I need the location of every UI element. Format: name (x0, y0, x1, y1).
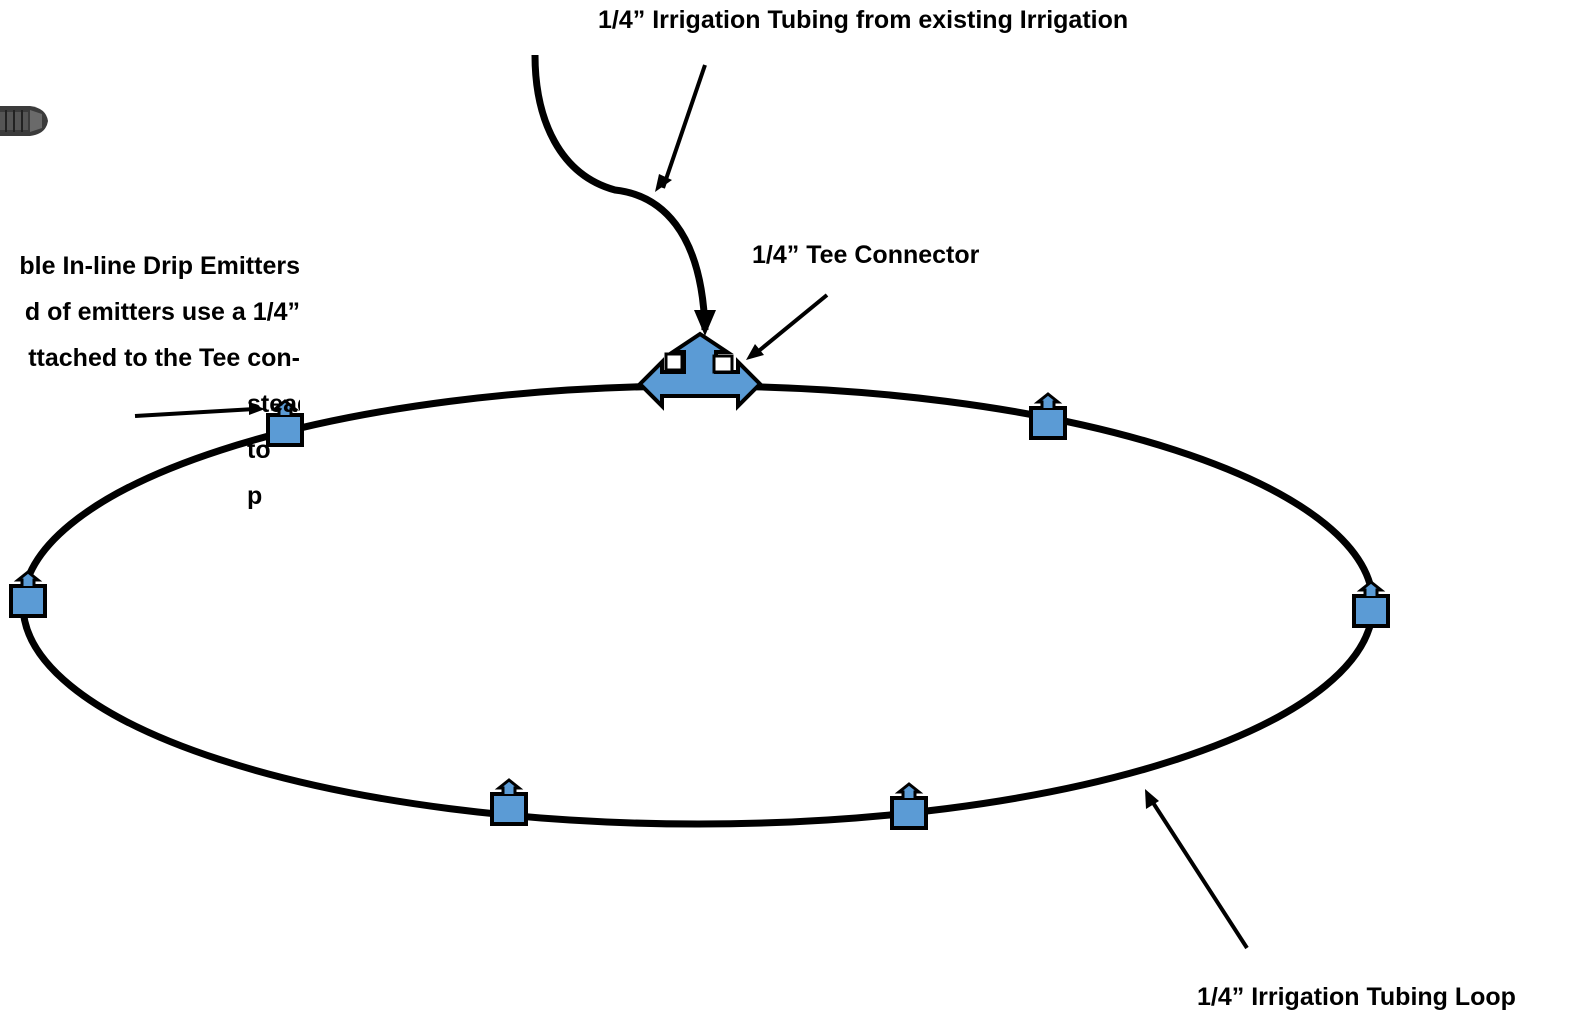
inline-drip-emitter-icon (890, 782, 928, 830)
feed-tubing-arrowhead (694, 310, 716, 336)
emitter-label-arrowhead (249, 403, 265, 415)
inline-drip-emitter-icon (1029, 392, 1067, 440)
tee-connector-icon (637, 331, 763, 411)
emitter-note-line-5: to (247, 436, 271, 464)
feed-tubing (531, 54, 709, 331)
tee-connector-label: 1/4” Tee Connector (752, 241, 980, 269)
loop-label-arrowhead (1145, 789, 1159, 809)
emitter-note-line-4: steady (247, 390, 300, 418)
emitter-label-arrow (134, 407, 256, 418)
loop-label-arrow (1148, 796, 1249, 950)
feed-label-arrowhead (655, 174, 672, 192)
inline-drip-emitter-icon (490, 778, 528, 826)
drip-emitter-photo (0, 106, 48, 136)
emitter-note-line-2: d of emitters use a 1/4” (24, 298, 300, 326)
inline-drip-emitter-icon (266, 399, 304, 447)
tee-label-arrowhead (746, 344, 764, 360)
emitter-note-label: ble In-line Drip Emitters d of emitters … (0, 253, 300, 529)
inline-drip-emitter-icon (9, 570, 47, 618)
feed-tubing-label: 1/4” Irrigation Tubing from existing Irr… (598, 6, 1129, 34)
emitter-note-line-1: ble In-line Drip Emitters (19, 253, 300, 280)
inline-drip-emitter-icon (1352, 580, 1390, 628)
feed-label-arrow (661, 64, 707, 189)
tubing-loop-label: 1/4” Irrigation Tubing Loop (1197, 983, 1516, 1011)
emitter-note-line-6: p (247, 482, 263, 510)
tee-label-arrow (753, 293, 829, 356)
emitter-note-line-3: ttached to the Tee con- (28, 344, 300, 372)
